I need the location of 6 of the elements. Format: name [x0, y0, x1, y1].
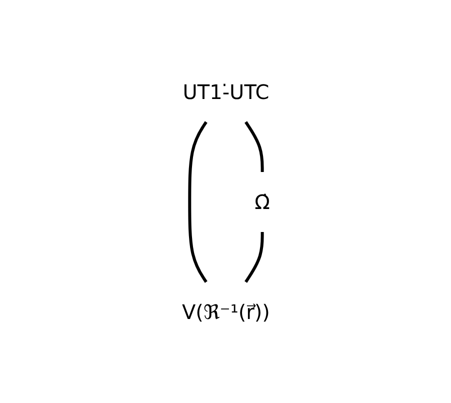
connector: [244, 120, 264, 172]
node-text: UT1-̇UTC: [182, 80, 269, 104]
node-text: Ω̇: [254, 190, 270, 214]
connector: [188, 120, 207, 282]
connector: [244, 232, 264, 282]
node-text: V(ℜ⁻¹(r⃗)): [182, 300, 270, 324]
